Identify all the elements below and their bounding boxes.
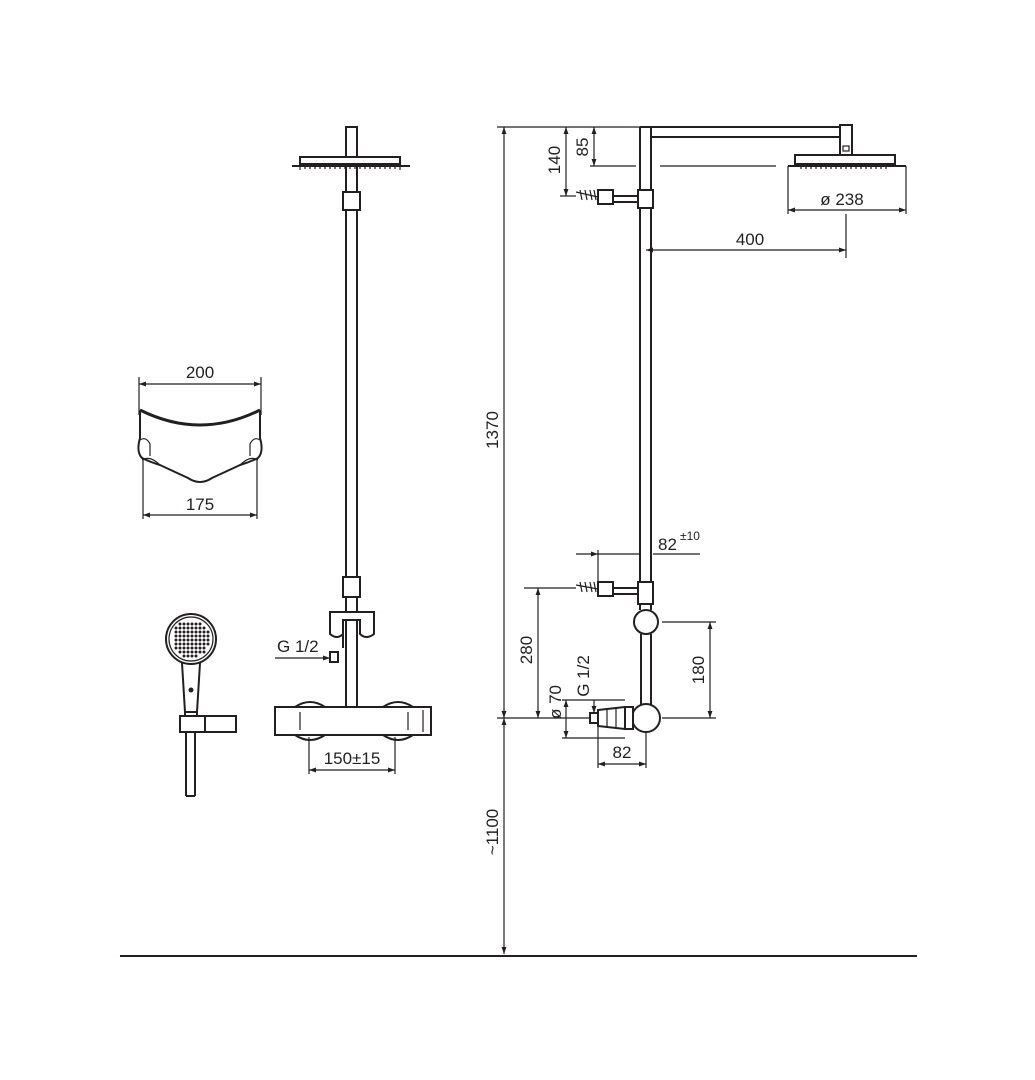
dim-arm-reach: 400 [736,230,764,249]
spray-nozzle [194,634,198,638]
spray-nozzle [186,638,190,642]
spray-nozzle [190,622,194,626]
spray-nozzle [202,634,206,638]
spray-nozzle [194,654,198,658]
front-view: G 1/2 150±15 [274,126,432,774]
spray-nozzle [182,638,186,642]
spray-nozzle [182,630,186,634]
spray-nozzle [174,634,178,638]
spray-nozzle [186,630,190,634]
spray-nozzle [198,626,202,630]
spray-nozzle [186,646,190,650]
spray-nozzle [182,650,186,654]
spray-nozzle [194,650,198,654]
side-view: 1370 ~1100 85 140 ø 238 400 82 ±10 280 [483,124,907,954]
spray-nozzle [186,650,190,654]
dim-inlet-thread-side: G 1/2 [574,655,593,697]
spray-nozzle [206,642,210,646]
spray-nozzle [194,630,198,634]
spray-nozzle [190,634,194,638]
spray-nozzle [186,654,190,658]
dim-head-diameter: ø 238 [820,190,863,209]
dim-bracket-height: 280 [517,636,536,664]
spray-nozzle [202,638,206,642]
spray-nozzle [174,626,178,630]
spray-nozzle [206,630,210,634]
spray-nozzle [178,646,182,650]
spray-nozzle [178,634,182,638]
spray-nozzle [198,650,202,654]
spray-nozzle [194,642,198,646]
spray-nozzle [182,622,186,626]
spray-nozzle [178,626,182,630]
spray-nozzle [202,646,206,650]
dim-inlet-thread-front: G 1/2 [277,637,319,656]
spray-nozzle [198,634,202,638]
spray-nozzle [182,646,186,650]
dim-head-width: 200 [186,363,214,382]
spray-nozzle [206,634,210,638]
dim-head-base-width: 175 [186,495,214,514]
dim-top-offset-85: 85 [573,138,592,157]
spray-nozzle [202,642,206,646]
dim-wall-distance-tolerance: ±10 [680,529,700,543]
spray-nozzle [198,646,202,650]
dim-inlet-spacing: 150±15 [324,749,381,768]
spray-nozzle [202,630,206,634]
spray-nozzle [182,654,186,658]
dim-lower-height: 180 [689,656,708,684]
spray-nozzle [190,626,194,630]
spray-nozzle [174,630,178,634]
spray-nozzle [194,638,198,642]
dim-cover-diameter: ø 70 [546,685,565,719]
spray-nozzle [194,626,198,630]
spray-nozzle [174,646,178,650]
dim-total-height: 1370 [483,411,502,449]
handle-top-view: 200 175 [137,363,263,519]
spray-nozzle [178,630,182,634]
spray-nozzle [186,626,190,630]
spray-nozzle [174,642,178,646]
spray-nozzle [206,638,210,642]
spray-nozzle [190,646,194,650]
spray-nozzle [190,642,194,646]
dim-top-offset-140: 140 [545,146,564,174]
spray-nozzle [190,654,194,658]
dim-valve-depth: 82 [613,743,632,762]
spray-nozzle [186,622,190,626]
spray-nozzle [198,622,202,626]
dim-wall-distance: 82 [658,535,677,554]
spray-nozzle [190,638,194,642]
spray-nozzle [174,638,178,642]
spray-nozzle [190,630,194,634]
spray-nozzle [202,626,206,630]
spray-nozzle [182,634,186,638]
spray-nozzle [190,650,194,654]
spray-nozzle [186,642,190,646]
spray-nozzle [194,646,198,650]
spray-nozzle [178,642,182,646]
spray-nozzle [182,642,186,646]
spray-nozzle [198,642,202,646]
hand-shower [165,613,237,797]
spray-nozzle [194,622,198,626]
spray-nozzle [202,650,206,654]
spray-nozzle [178,638,182,642]
spray-nozzle [178,650,182,654]
spray-nozzle [178,622,182,626]
dim-floor-height: ~1100 [483,809,502,855]
spray-nozzle [186,634,190,638]
spray-nozzle [198,630,202,634]
spray-nozzle [182,626,186,630]
spray-nozzle [198,638,202,642]
spray-nozzles-icon [174,622,210,658]
